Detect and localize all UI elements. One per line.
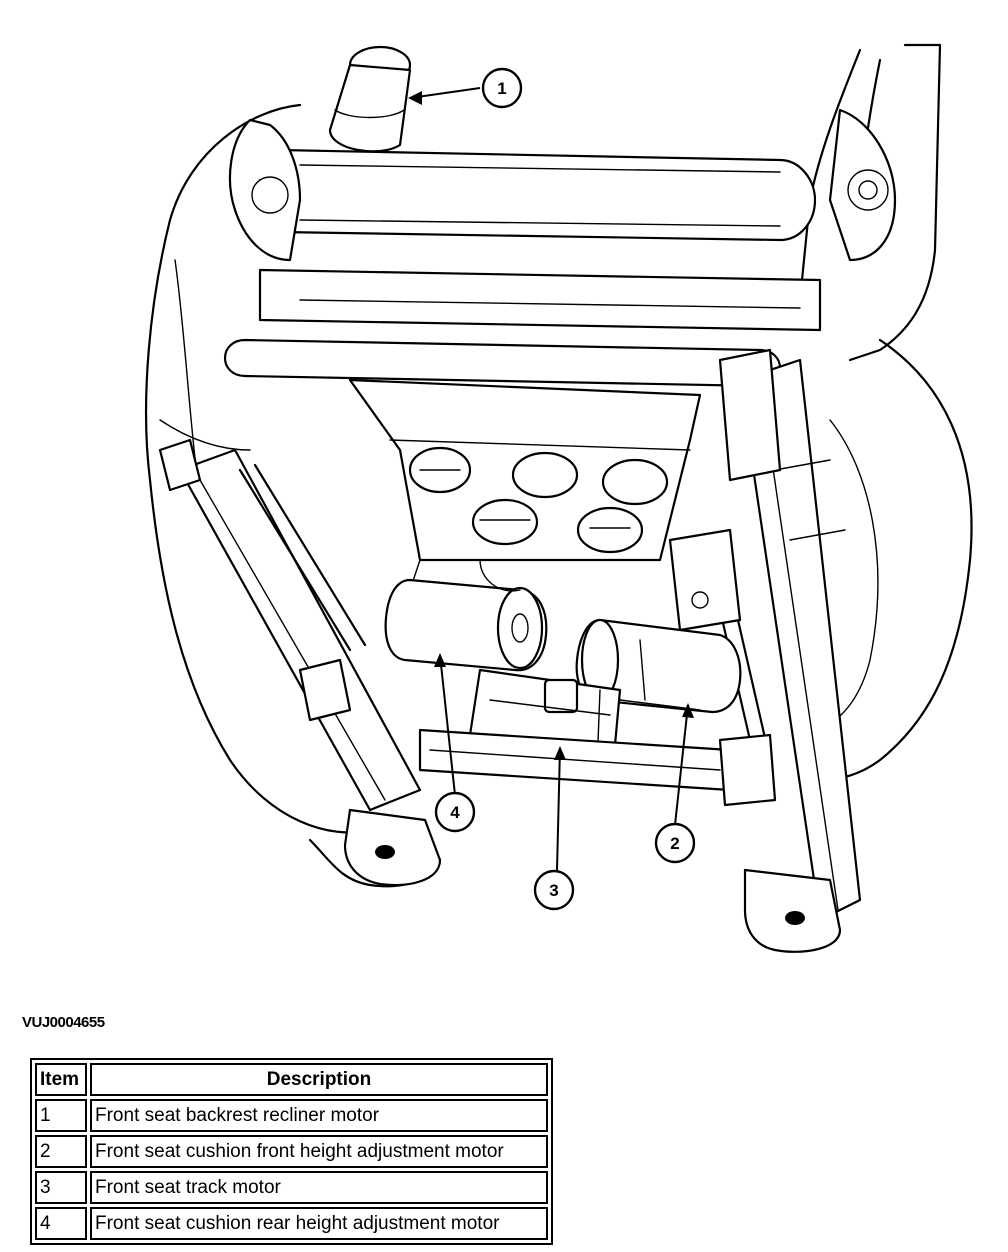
column-header-description: Description [90,1063,548,1096]
table-cell-item: 4 [35,1207,87,1240]
seat-pan [348,378,702,562]
right-side-shield [818,338,973,782]
figure-code: VUJ0004655 [22,1014,105,1031]
right-foot-bracket [743,868,842,953]
callout-label: 1 [497,79,506,98]
track-motor [468,668,622,747]
callout-3: 3 [533,869,575,911]
table-cell-item: 2 [35,1135,87,1168]
table-cell-item: 1 [35,1099,87,1132]
backrest-right-rail [848,43,942,362]
callout-label: 3 [549,881,558,900]
table-cell-item: 3 [35,1171,87,1204]
column-header-item: Item [35,1063,87,1096]
callout-2: 2 [654,822,696,864]
table-row: 1 Front seat backrest recliner motor [35,1099,548,1132]
table-header-row: Item Description [35,1063,548,1096]
rear-height-motor [384,559,548,672]
table-cell-description: Front seat cushion rear height adjustmen… [90,1207,548,1240]
callout-label: 4 [450,803,460,822]
callout-4: 4 [434,791,476,833]
table-cell-description: Front seat backrest recliner motor [90,1099,548,1132]
table-cell-description: Front seat cushion front height adjustme… [90,1135,548,1168]
backrest-cross-tube [246,148,817,242]
callout-1: 1 [481,67,523,109]
legend-table: Item Description 1 Front seat backrest r… [30,1058,553,1245]
left-track-rail [178,448,422,812]
callout-label: 2 [670,834,679,853]
recliner-motor [328,45,412,153]
table-cell-description: Front seat track motor [90,1171,548,1204]
table-row: 2 Front seat cushion front height adjust… [35,1135,548,1168]
table-row: 3 Front seat track motor [35,1171,548,1204]
right-track-rail [738,358,862,922]
rear-cross-panel [258,268,822,332]
seat-motor-diagram: 1 2 3 4 [145,43,973,953]
table-row: 4 Front seat cushion rear height adjustm… [35,1207,548,1240]
